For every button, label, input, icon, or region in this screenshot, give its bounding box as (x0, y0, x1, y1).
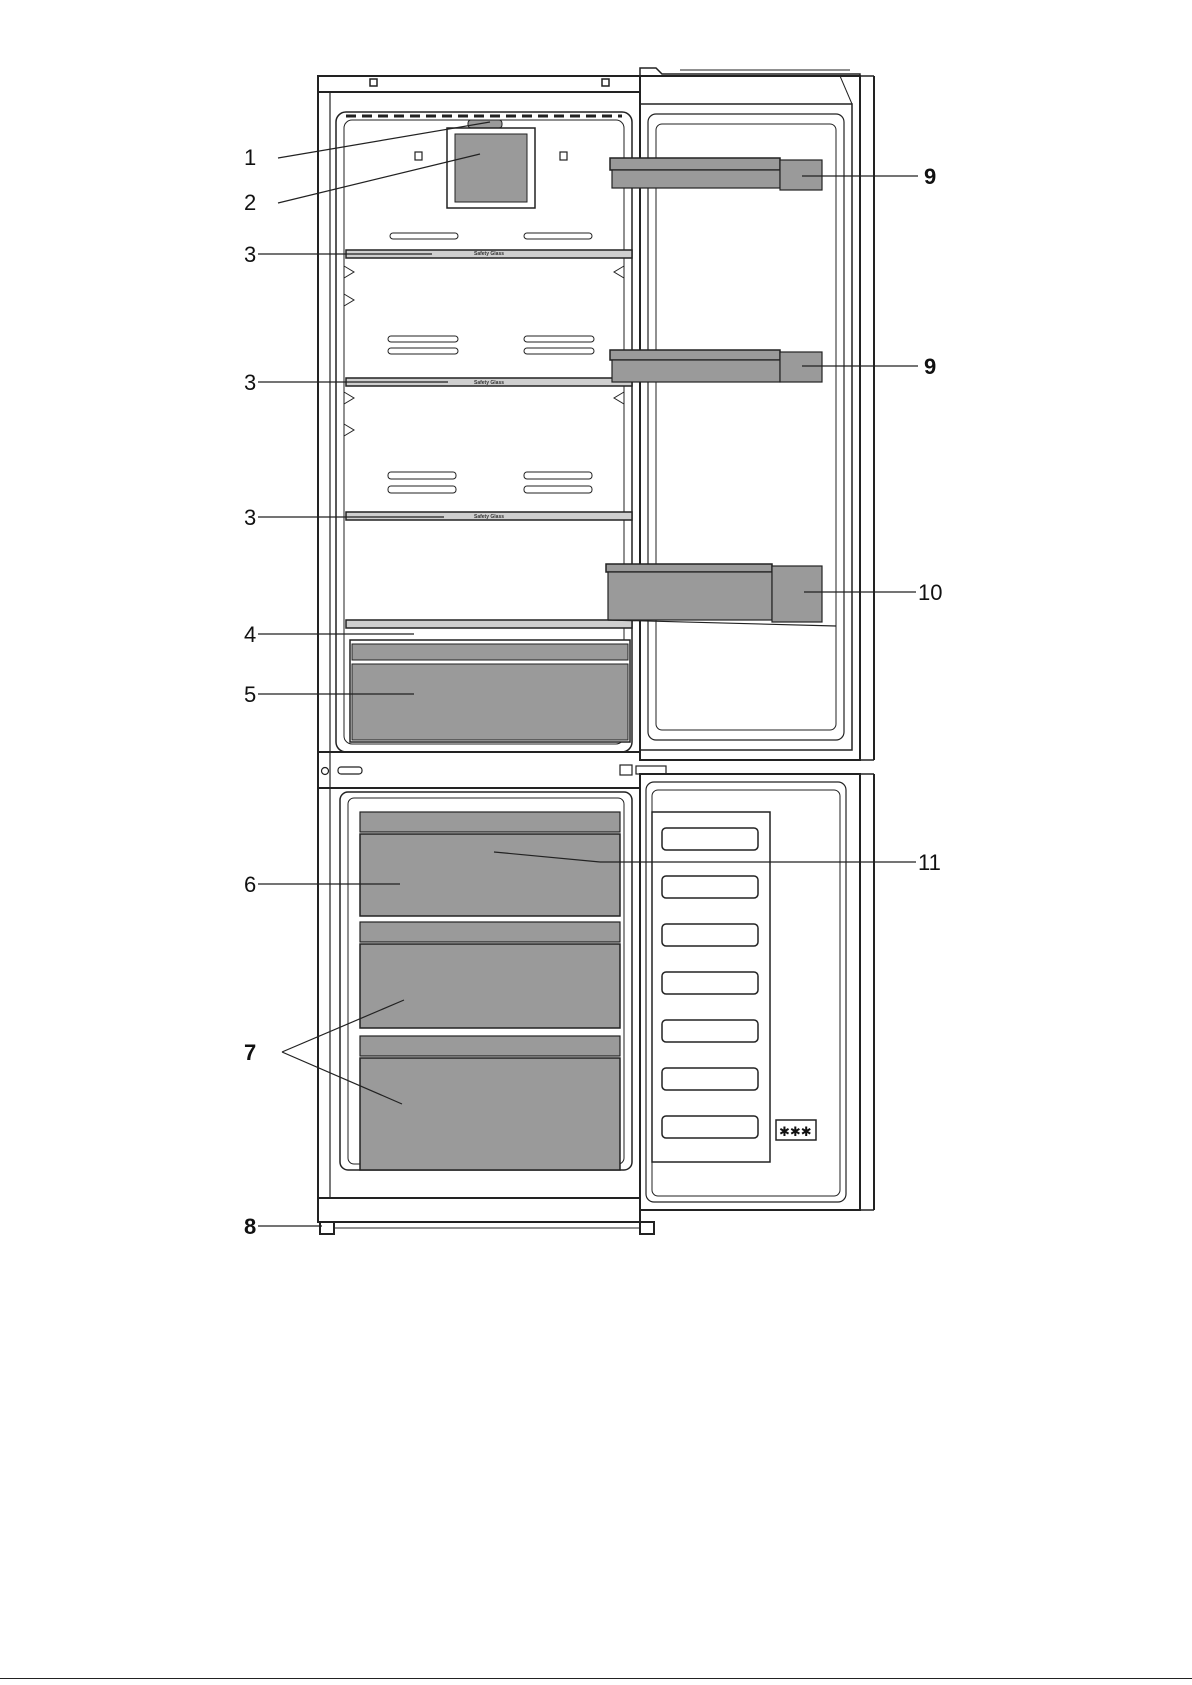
callout-6: 6 (244, 872, 256, 897)
door-balcony-upper (610, 158, 822, 190)
callout-9: 9 (924, 164, 936, 189)
freezer-drawer-top (360, 812, 620, 916)
callout-3: 3 (244, 505, 256, 530)
shelf-marking: Safety Glass (474, 380, 504, 386)
door-balcony-middle (610, 350, 822, 382)
callout-3: 3 (244, 242, 256, 267)
callout-9: 9 (924, 354, 936, 379)
shelf-marking: Safety Glass (474, 251, 504, 257)
page-footer-rule (0, 1678, 1192, 1679)
callout-1: 1 (244, 145, 256, 170)
shelf-supports (344, 266, 624, 436)
glass-shelf: Safety Glass (346, 512, 632, 520)
callout-7: 7 (244, 1040, 256, 1065)
freezer-drawer-middle (360, 922, 620, 1028)
callout-11: 11 (918, 850, 941, 875)
bottle-balcony (606, 564, 836, 626)
light-cover (468, 120, 502, 128)
callout-3: 3 (244, 370, 256, 395)
freezer-star-rating-icon: ✱✱✱ (776, 1120, 816, 1140)
back-wall-slots (388, 233, 594, 493)
mullion-details (322, 765, 667, 775)
svg-text:✱✱✱: ✱✱✱ (779, 1125, 812, 1140)
shelf-marking: Safety Glass (474, 514, 504, 520)
crisper-cover (346, 620, 632, 628)
fan-cover (415, 128, 567, 208)
callout-5: 5 (244, 682, 256, 707)
callout-10: 10 (918, 580, 942, 605)
callout-2: 2 (244, 190, 256, 215)
crisper-drawer (350, 640, 630, 742)
callout-4: 4 (244, 622, 256, 647)
callout-8: 8 (244, 1214, 256, 1239)
